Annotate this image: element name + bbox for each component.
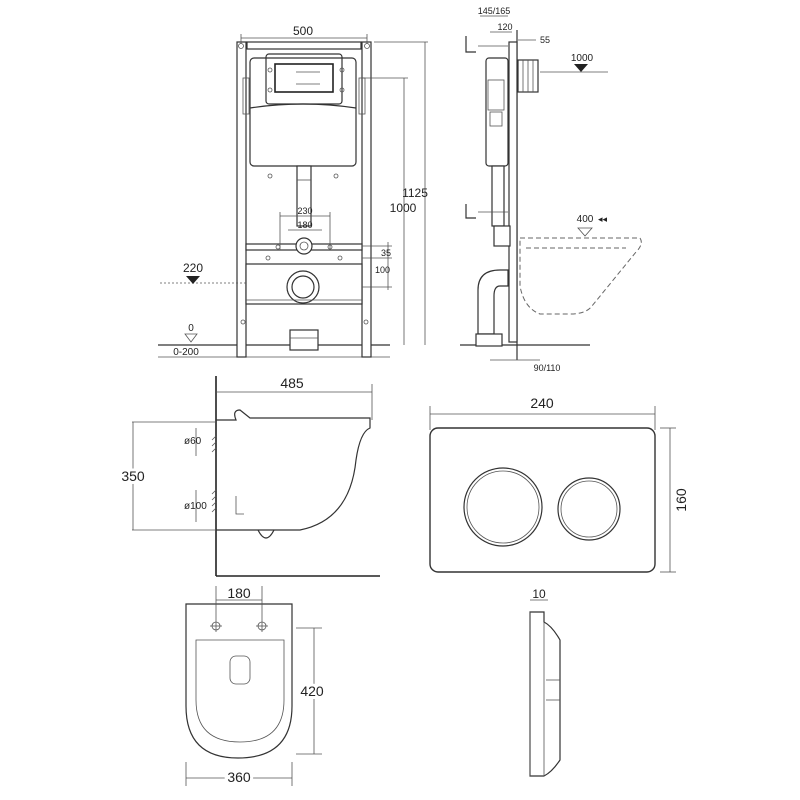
frame-side-view: 145/165 120 55 1000 400 ◂◂ 90/110: [460, 6, 642, 373]
flush-plate-side: 10: [529, 587, 561, 777]
wall-hatch: [211, 435, 217, 513]
plate-thickness-label: 10: [532, 587, 546, 601]
side-level-1000-label: 1000: [571, 53, 594, 64]
plate-height-label: 160: [673, 488, 689, 512]
bolt-spacing-label: 180: [227, 585, 251, 601]
frame-width-label: 500: [293, 24, 313, 38]
frame-height-total-label: 1125: [402, 186, 428, 200]
pipe-spacing-inner-label: 180: [297, 220, 312, 230]
frame-height-label: 1000: [390, 201, 417, 215]
floor-range-label: 0-200: [173, 347, 199, 358]
bowl-top-length-label: 420: [300, 683, 324, 699]
arrow-glyph: ◂◂: [598, 214, 608, 224]
bolt-holes: [210, 620, 268, 632]
bowl-length-label: 485: [280, 375, 304, 391]
side-depth-55-label: 55: [540, 35, 550, 45]
flush-plate-front: 240 160: [429, 395, 689, 573]
side-depth-120-label: 120: [497, 22, 512, 32]
side-level-400-label: 400: [577, 214, 594, 225]
level-220-label: 220: [183, 261, 203, 275]
side-depth-range-label: 145/165: [478, 6, 511, 16]
offset-35-label: 35: [381, 248, 391, 258]
plate-width-label: 240: [530, 395, 554, 411]
side-bottom-depth-label: 90/110: [534, 363, 561, 373]
frame-front-view: 500 1125 1000 230 180 35 100 220 0 0-200: [158, 24, 428, 358]
pipe-spacing-outer-label: 230: [297, 206, 312, 216]
outlet-diameter-label: ø100: [184, 501, 207, 512]
inlet-diameter-label: ø60: [184, 436, 202, 447]
floor-zero-label: 0: [188, 323, 194, 334]
bowl-height-label: 350: [121, 468, 145, 484]
offset-100-label: 100: [375, 265, 390, 275]
bowl-top-width-label: 360: [227, 769, 251, 785]
bowl-side-view: 485 350 ø60 ø100: [118, 375, 380, 577]
bowl-top-view: 180 420 360: [185, 585, 327, 788]
